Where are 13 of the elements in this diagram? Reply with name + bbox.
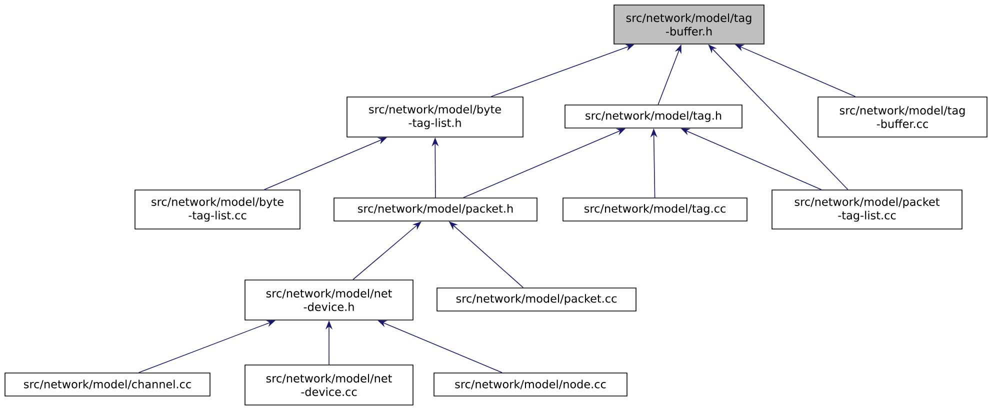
file-box: src/network/model/packet -tag-list.cc xyxy=(772,190,962,230)
file-box: src/network/model/packet.h xyxy=(334,198,538,222)
file-box: src/network/model/tag -buffer.h xyxy=(614,4,764,44)
file-box: src/network/model/byte -tag-list.h xyxy=(346,96,524,138)
file-box: src/network/model/byte -tag-list.cc xyxy=(134,190,300,230)
file-box: src/network/model/tag -buffer.cc xyxy=(818,96,988,138)
file-box: src/network/model/packet.cc xyxy=(436,288,636,312)
file-box: src/network/model/channel.cc xyxy=(4,372,210,396)
file-box: src/network/model/net -device.cc xyxy=(244,364,414,406)
file-box: src/network/model/node.cc xyxy=(434,372,628,396)
file-box: src/network/model/net -device.h xyxy=(244,280,414,320)
file-box: src/network/model/tag.cc xyxy=(562,198,748,222)
file-box: src/network/model/tag.h xyxy=(564,104,742,128)
